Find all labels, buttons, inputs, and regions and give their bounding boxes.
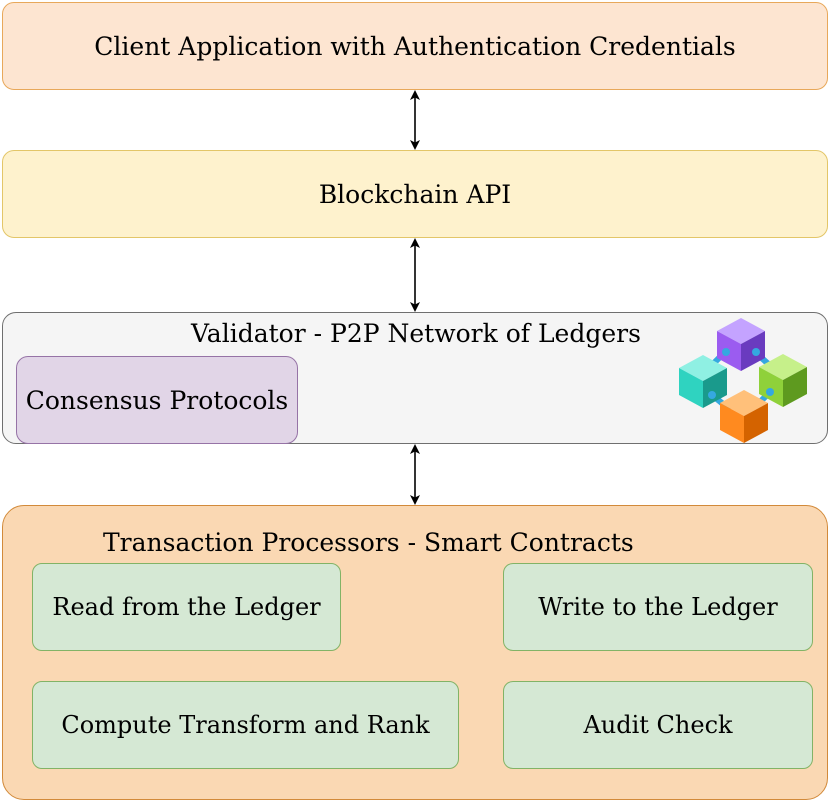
write-ledger-label: Write to the Ledger <box>538 593 778 621</box>
read-ledger-label: Read from the Ledger <box>52 593 321 621</box>
client-application-box: Client Application with Authentication C… <box>2 2 828 90</box>
read-ledger-box: Read from the Ledger <box>32 563 341 651</box>
consensus-protocols-box: Consensus Protocols <box>16 356 298 444</box>
compute-transform-rank-label: Compute Transform and Rank <box>61 711 430 739</box>
transaction-processors-title: Transaction Processors - Smart Contracts <box>103 528 634 557</box>
compute-transform-rank-box: Compute Transform and Rank <box>32 681 459 769</box>
audit-check-box: Audit Check <box>503 681 813 769</box>
client-application-label: Client Application with Authentication C… <box>94 31 736 61</box>
write-ledger-box: Write to the Ledger <box>503 563 813 651</box>
validator-title: Validator - P2P Network of Ledgers <box>191 319 641 348</box>
blockchain-api-box: Blockchain API <box>2 150 828 238</box>
blockchain-api-label: Blockchain API <box>318 179 512 209</box>
audit-check-label: Audit Check <box>583 711 733 739</box>
consensus-protocols-label: Consensus Protocols <box>25 385 289 415</box>
